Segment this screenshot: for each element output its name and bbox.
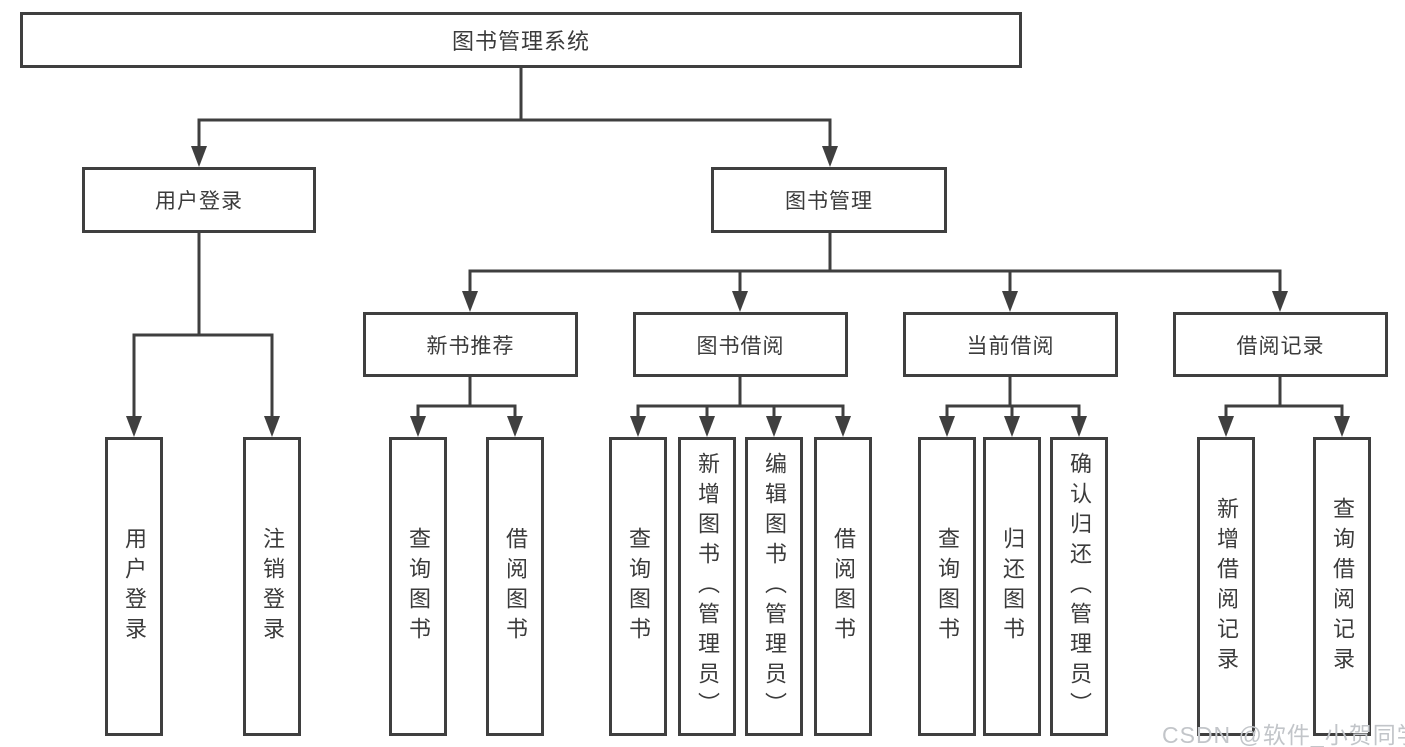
node-user-login: 用户登录 [82, 167, 316, 233]
arrowhead-icon [462, 291, 478, 312]
node-confirm-return-admin: 确认归还（管理员） [1050, 437, 1108, 736]
node-return-books: 归还图书 [983, 437, 1041, 736]
node-user-login-leaf: 用户登录 [105, 437, 163, 736]
node-add-books-admin: 新增图书（管理员） [678, 437, 736, 736]
arrowhead-icon [1272, 291, 1288, 312]
arrowhead-icon [822, 146, 838, 167]
node-query-books-current: 查询图书 [918, 437, 976, 736]
arrowhead-icon [699, 416, 715, 437]
arrowhead-icon [1004, 416, 1020, 437]
node-query-books-recommend: 查询图书 [389, 437, 447, 736]
node-label: 注销登录 [260, 526, 285, 647]
node-library-management-system: 图书管理系统 [20, 12, 1022, 68]
node-edit-books-admin: 编辑图书（管理员） [745, 437, 803, 736]
arrowhead-icon [507, 416, 523, 437]
arrowhead-icon [630, 416, 646, 437]
node-label: 新增借阅记录 [1214, 496, 1239, 677]
node-label: 确认归还（管理员） [1067, 451, 1092, 722]
node-label: 新书推荐 [426, 334, 515, 358]
node-borrow-books-recommend: 借阅图书 [486, 437, 544, 736]
arrowhead-icon [939, 416, 955, 437]
node-book-borrow: 图书借阅 [633, 312, 848, 377]
arrowhead-icon [1334, 416, 1350, 437]
node-label: 图书借阅 [696, 334, 785, 358]
arrowhead-icon [1071, 416, 1087, 437]
node-new-book-recommend: 新书推荐 [363, 312, 578, 377]
arrowhead-icon [1002, 291, 1018, 312]
node-label: 用户登录 [155, 190, 243, 213]
node-label: 借阅记录 [1236, 334, 1325, 358]
node-label: 编辑图书（管理员） [762, 451, 787, 722]
node-label: 当前借阅 [966, 334, 1055, 358]
node-borrow-books: 借阅图书 [814, 437, 872, 736]
csdn-watermark: CSDN @软件_小贺同学 [1162, 722, 1405, 747]
arrowhead-icon [410, 416, 426, 437]
node-label: 图书管理系统 [451, 29, 590, 54]
node-label: 查询借阅记录 [1330, 496, 1355, 677]
node-query-books-borrow: 查询图书 [609, 437, 667, 736]
arrowhead-icon [264, 416, 280, 437]
node-label: 归还图书 [1000, 526, 1025, 647]
node-logout: 注销登录 [243, 437, 301, 736]
node-label: 新增图书（管理员） [695, 451, 720, 722]
node-label: 查询图书 [626, 526, 651, 647]
arrowhead-icon [732, 291, 748, 312]
arrowhead-icon [126, 416, 142, 437]
node-label: 用户登录 [122, 526, 147, 647]
node-label: 借阅图书 [831, 526, 856, 647]
node-label: 借阅图书 [503, 526, 528, 647]
node-label: 图书管理 [785, 190, 873, 213]
arrowhead-icon [766, 416, 782, 437]
arrowhead-icon [191, 146, 207, 167]
node-label: 查询图书 [406, 526, 431, 647]
arrowhead-icon [835, 416, 851, 437]
node-borrow-records: 借阅记录 [1173, 312, 1388, 377]
node-current-borrow: 当前借阅 [903, 312, 1118, 377]
node-add-borrow-record: 新增借阅记录 [1197, 437, 1255, 736]
node-book-management: 图书管理 [711, 167, 947, 233]
node-label: 查询图书 [935, 526, 960, 647]
arrowhead-icon [1218, 416, 1234, 437]
node-query-borrow-record: 查询借阅记录 [1313, 437, 1371, 736]
